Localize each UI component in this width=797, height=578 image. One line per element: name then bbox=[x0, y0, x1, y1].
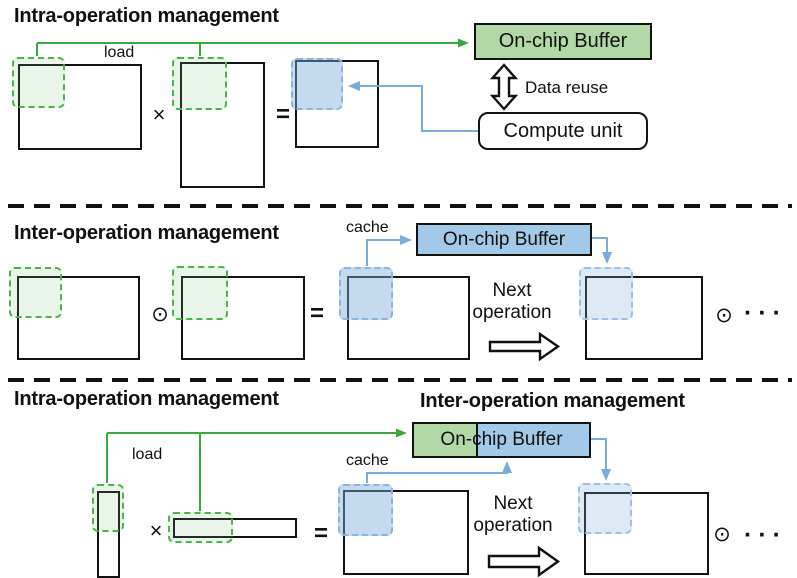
data-reuse-label: Data reuse bbox=[525, 78, 609, 97]
matrix-b bbox=[180, 62, 265, 188]
cache-label-bottom: cache bbox=[346, 452, 389, 469]
matrix-vector-vertical bbox=[97, 491, 120, 578]
cache-line-mid bbox=[366, 235, 412, 266]
tile-green-vector-horizontal bbox=[168, 512, 233, 543]
cache-line-bottom bbox=[366, 461, 512, 483]
data-reuse-double-arrow-icon bbox=[489, 63, 519, 111]
matrix-d bbox=[17, 276, 140, 360]
section-title-inter-mid: Inter-operation management bbox=[14, 222, 279, 244]
matrix-h-result bbox=[343, 490, 469, 575]
tile-green-matrix-b bbox=[172, 57, 227, 110]
buffer-green-segment bbox=[412, 422, 478, 458]
compute-unit-label: Compute unit bbox=[503, 119, 623, 142]
next-operation-arrow-icon-bottom bbox=[487, 545, 561, 578]
odot-operator-mid: ⊙ bbox=[151, 302, 169, 326]
next-operation-arrow-icon-mid bbox=[488, 331, 561, 362]
multiply-operator-top: × bbox=[152, 102, 166, 127]
onchip-buffer-label-mid: On-chip Buffer bbox=[442, 228, 566, 250]
equals-operator-bottom: = bbox=[313, 520, 328, 547]
odot-operator-bottom-next: ⊙ bbox=[713, 522, 731, 546]
next-operation-label-mid: Next operation bbox=[472, 280, 552, 323]
tile-green-vector-vertical bbox=[92, 484, 124, 532]
tile-blue-matrix-i bbox=[578, 483, 632, 534]
load-label-bottom: load bbox=[132, 446, 163, 463]
section-title-intra-bottom: Intra-operation management bbox=[14, 388, 279, 410]
next-operation-label-bottom: Next operation bbox=[473, 493, 553, 536]
tile-green-matrix-e bbox=[172, 266, 228, 320]
onchip-buffer-label-top: On-chip Buffer bbox=[498, 30, 628, 52]
section-title-intra-top: Intra-operation management bbox=[14, 5, 279, 27]
multiply-operator-bottom: × bbox=[149, 518, 163, 543]
matrix-vector-horizontal bbox=[173, 518, 297, 538]
tile-blue-matrix-f bbox=[339, 267, 393, 320]
onchip-buffer-box-top: On-chip Buffer bbox=[474, 23, 652, 60]
onchip-buffer-box-mid: On-chip Buffer bbox=[416, 223, 592, 256]
load-label-top: load bbox=[104, 44, 135, 61]
section-title-inter-bottom: Inter-operation management bbox=[420, 390, 685, 412]
tile-green-matrix-a bbox=[12, 57, 65, 108]
equals-operator-top: = bbox=[275, 101, 290, 128]
ellipsis-bottom: ··· bbox=[744, 521, 787, 549]
compute-to-tile-line bbox=[348, 81, 478, 132]
tile-blue-matrix-g bbox=[579, 267, 633, 320]
odot-operator-mid-next: ⊙ bbox=[715, 303, 733, 327]
ellipsis-mid: ··· bbox=[744, 299, 787, 327]
compute-unit-box: Compute unit bbox=[478, 112, 648, 150]
tile-green-matrix-d bbox=[9, 267, 62, 318]
onchip-buffer-label-bottom: On-chip Buffer bbox=[440, 429, 563, 450]
tile-blue-matrix-h bbox=[338, 484, 393, 536]
onchip-buffer-box-bottom: On-chip Buffer bbox=[412, 422, 591, 458]
cache-label-mid: cache bbox=[346, 219, 389, 236]
buffer-out-line-mid bbox=[592, 237, 612, 264]
tile-blue-matrix-c bbox=[291, 58, 343, 110]
equals-operator-mid: = bbox=[309, 300, 324, 327]
buffer-out-line-bottom bbox=[591, 438, 611, 481]
